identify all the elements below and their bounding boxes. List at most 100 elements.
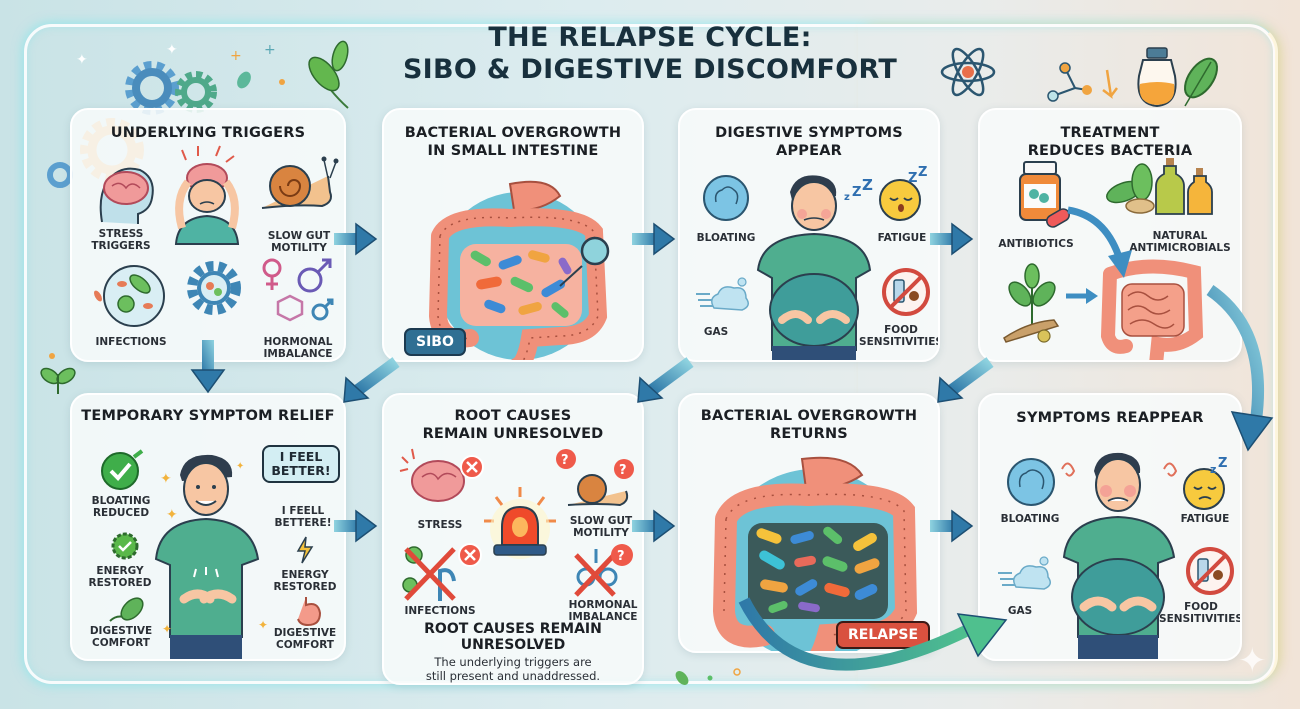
svg-text:✦: ✦ — [166, 507, 178, 523]
svg-text:Z: Z — [908, 171, 917, 186]
page-title: THE RELAPSE CYCLE: SIBO & DIGESTIVE DISC… — [0, 22, 1300, 86]
svg-text:?: ? — [619, 463, 627, 478]
hormonal-crossed-icon: ? — [574, 544, 633, 597]
svg-text:Z: Z — [862, 176, 873, 194]
label-infections: INFECTIONS — [404, 605, 476, 617]
sibo-badge: SIBO — [404, 328, 466, 356]
step-card-temporary-relief: TEMPORARY SYMPTOM RELIEF I FEEL BETTER! … — [70, 393, 346, 661]
step-card-underlying-triggers: UNDERLYING TRIGGERS STRESS TRIGGERS SLOW… — [70, 108, 346, 362]
step-card-overgrowth-returns: BACTERIAL OVERGROWTH RETURNS RELAPSE — [678, 393, 940, 653]
bloating-icon — [703, 175, 749, 221]
treatment-curved-arrow-icon — [1067, 206, 1132, 278]
treated-intestine-illustration — [1100, 259, 1204, 360]
step-card-digestive-symptoms: DIGESTIVE SYMPTOMS APPEAR BLOATING z Z Z… — [678, 108, 940, 362]
card-title: BACTERIAL OVERGROWTH IN SMALL INTESTINE — [404, 125, 622, 159]
speech-bubble: I FEEL BETTER! — [262, 445, 340, 483]
energy-check-icon — [111, 532, 139, 560]
label-slow-gut-motility: SLOW GUT MOTILITY — [267, 230, 331, 254]
blue-gear-icon — [125, 61, 179, 115]
root-causes-footer-description: The underlying triggers are still presen… — [425, 655, 601, 683]
gear-bacteria-icon — [187, 261, 241, 315]
svg-text:z: z — [844, 192, 850, 203]
bottle-icon — [1137, 47, 1177, 108]
magnifier-lens-icon — [580, 236, 610, 266]
root-causes-footer-title: ROOT CAUSES REMAIN UNRESOLVED — [424, 621, 602, 653]
label-bloating: BLOATING — [696, 232, 756, 244]
card-title: BACTERIAL OVERGROWTH RETURNS — [700, 408, 918, 442]
sparkle-icon: + — [264, 42, 276, 58]
title-line-2: SIBO & DIGESTIVE DISCOMFORT — [402, 54, 898, 85]
label-food-sensitivities: FOOD SENSITIVITIES — [859, 324, 940, 348]
sparkle-icon: ✦ — [166, 42, 178, 58]
card-title: DIGESTIVE SYMPTOMS APPEAR — [715, 125, 903, 159]
label-digestive-comfort-left: DIGESTIVE COMFORT — [89, 625, 153, 649]
svg-text:✦: ✦ — [258, 618, 268, 632]
sparkle-icon: + — [230, 48, 242, 64]
label-natural-antimicrobials: NATURAL ANTIMICROBIALS — [1129, 230, 1231, 254]
snail-question-icon: ? ? — [556, 449, 634, 507]
leaf-icon — [1184, 57, 1218, 107]
card-title: SYMPTOMS REAPPEAR — [1016, 410, 1204, 426]
leaf-icon — [237, 71, 251, 89]
distressed-person-illustration — [1061, 452, 1178, 659]
label-energy-restored-right: ENERGY RESTORED — [273, 569, 337, 593]
dot-icon — [279, 79, 285, 85]
svg-text:✦: ✦ — [162, 622, 172, 636]
card-title: TREATMENT REDUCES BACTERIA — [1027, 125, 1193, 159]
small-intestine-bacteria-illustration — [428, 180, 608, 360]
sprout-decoration — [40, 353, 76, 394]
label-slow-gut-motility: SLOW GUT MOTILITY — [569, 515, 633, 539]
molecule-icon — [1047, 62, 1118, 102]
brain-head-icon — [99, 167, 154, 224]
label-food-sensitivities: FOOD SENSITIVITIES — [1159, 601, 1242, 625]
herbs-oils-icon — [1106, 158, 1213, 215]
bloated-person-illustration — [756, 175, 872, 360]
bacteria-circle-icon — [94, 265, 165, 327]
antibiotics-bottle-icon — [1019, 161, 1070, 228]
check-badge-icon — [101, 449, 144, 490]
label-hormonal-imbalance: HORMONAL IMBALANCE — [263, 336, 333, 360]
label-bloating: BLOATING — [1000, 513, 1060, 525]
card-title: UNDERLYING TRIGGERS — [110, 125, 306, 141]
label-i-feell-bettere: I FEELL BETTERE! — [274, 505, 332, 529]
alarm-siren-icon — [484, 487, 556, 559]
relapse-badge: RELAPSE — [836, 621, 931, 649]
svg-text:✦: ✦ — [236, 461, 244, 472]
label-gas: GAS — [1007, 605, 1033, 617]
label-energy-restored-left: ENERGY RESTORED — [88, 565, 152, 589]
herb-root-icon — [1003, 263, 1060, 343]
step-card-symptoms-reappear: SYMPTOMS REAPPEAR BLOATING z Z FATIGUE G… — [978, 393, 1242, 661]
label-fatigue: FATIGUE — [877, 232, 927, 244]
fatigue-emoji-icon: Z Z — [879, 165, 927, 221]
stressed-person-icon — [174, 145, 240, 245]
zzz-icon: z Z Z — [844, 176, 873, 203]
herb-to-gut-arrow-icon — [1066, 288, 1098, 304]
label-bloating-reduced: BLOATING REDUCED — [91, 495, 151, 519]
green-gear-icon — [175, 71, 217, 113]
title-line-1: THE RELAPSE CYCLE: — [488, 22, 812, 53]
bloating-icon — [1007, 458, 1055, 506]
label-gas: GAS — [703, 326, 729, 338]
stress-brain-x-icon — [399, 448, 484, 502]
step-card-treatment: TREATMENT REDUCES BACTERIA ANTIBIOTICS N… — [978, 108, 1242, 362]
label-infections: INFECTIONS — [95, 336, 167, 348]
svg-text:Z: Z — [918, 165, 927, 180]
gas-cloud-icon — [998, 556, 1051, 590]
step-card-bacterial-overgrowth: BACTERIAL OVERGROWTH IN SMALL INTESTINE … — [382, 108, 644, 362]
magnifier-icon — [559, 265, 583, 287]
top-left-leaves-decoration: + + — [230, 40, 349, 109]
no-food-icon — [1186, 547, 1234, 595]
label-digestive-comfort-right: DIGESTIVE COMFORT — [273, 627, 337, 651]
bacteria-cluster-icon — [470, 250, 572, 318]
no-food-icon — [882, 268, 930, 316]
svg-text:z: z — [1210, 463, 1216, 476]
fatigue-emoji-icon: z Z — [1183, 456, 1227, 510]
label-antibiotics: ANTIBIOTICS — [998, 238, 1074, 250]
happy-person-illustration — [154, 454, 260, 659]
lightning-energy-icon — [296, 536, 314, 564]
card-title: ROOT CAUSES REMAIN UNRESOLVED — [422, 408, 604, 442]
snail-icon — [261, 156, 339, 209]
sparkles-icon: ✦ ✦ ✦ ✦ ✦ — [160, 461, 268, 636]
svg-text:Z: Z — [852, 185, 861, 200]
atom-icon — [940, 47, 996, 97]
